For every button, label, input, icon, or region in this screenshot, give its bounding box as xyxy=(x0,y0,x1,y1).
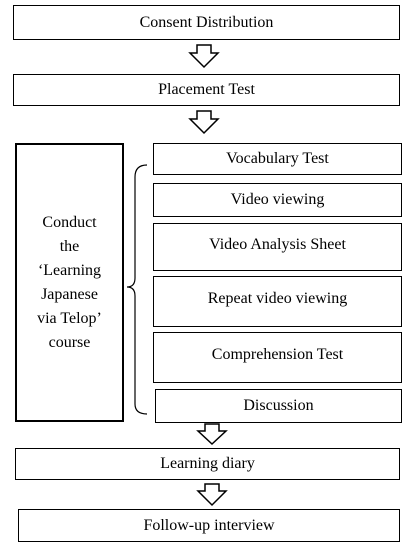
course-label-line-1: Conduct xyxy=(42,213,97,231)
activity-video-viewing: Video viewing xyxy=(153,183,402,217)
activity-discussion: Discussion xyxy=(155,389,402,423)
consent-distribution-box: Consent Distribution xyxy=(13,5,400,40)
course-label-line-3: ‘Learning xyxy=(37,261,102,279)
activity-comprehension-test: Comprehension Test xyxy=(153,332,402,383)
learning-diary-box: Learning diary xyxy=(15,448,400,480)
course-label-line-5: via Telop’ xyxy=(37,309,102,327)
down-arrow-icon xyxy=(196,423,228,446)
course-label-line-4: Japanese xyxy=(41,285,98,303)
follow-up-interview-box: Follow-up interview xyxy=(18,509,400,542)
bracket-icon xyxy=(126,164,148,415)
course-label-line-2: the xyxy=(59,237,80,255)
down-arrow-icon xyxy=(188,44,220,69)
placement-test-box: Placement Test xyxy=(13,74,400,106)
placement-test-label: Placement Test xyxy=(158,81,255,99)
down-arrow-icon xyxy=(188,110,220,135)
course-label-line-6: course xyxy=(48,333,91,351)
activity-vocabulary-test: Vocabulary Test xyxy=(153,143,402,175)
activity-label: Video viewing xyxy=(230,191,325,209)
activity-video-analysis-sheet: Video Analysis Sheet xyxy=(153,223,402,271)
activity-label: Discussion xyxy=(243,397,314,415)
activity-label: Video Analysis Sheet xyxy=(209,236,346,253)
activity-repeat-video-viewing: Repeat video viewing xyxy=(153,276,402,327)
activity-label: Comprehension Test xyxy=(211,346,344,363)
activity-label: Vocabulary Test xyxy=(226,150,329,168)
activity-label: Repeat video viewing xyxy=(207,290,348,307)
down-arrow-icon xyxy=(196,483,228,507)
learning-diary-label: Learning diary xyxy=(160,455,255,473)
course-box: Conduct the ‘Learning Japanese via Telop… xyxy=(15,143,124,422)
follow-up-interview-label: Follow-up interview xyxy=(143,516,275,534)
consent-distribution-label: Consent Distribution xyxy=(139,13,274,31)
